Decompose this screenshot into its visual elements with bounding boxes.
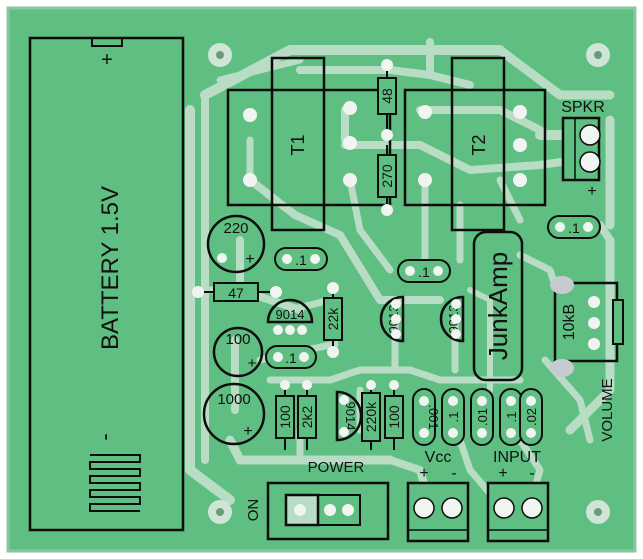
transformer-t1: T1 (226, 56, 392, 232)
capacitor-c02: .02 (519, 388, 543, 446)
capacitor-c1c-label: .1 (418, 264, 430, 280)
capacitor-c01-label: .01 (475, 408, 490, 426)
power-switch[interactable] (266, 481, 390, 541)
capacitor-c02-label: .02 (524, 408, 539, 426)
capacitor-c1a: .1 (547, 215, 601, 239)
input-terminal (486, 481, 550, 543)
board-title: JunkAmp (483, 252, 513, 360)
vcc-label: Vcc (425, 449, 452, 466)
capacitor-c1f-label: .1 (504, 412, 519, 423)
capacitor-1000-plus: + (243, 423, 252, 440)
capacitor-c1e: .1 (441, 388, 465, 446)
resistor-48: 48 (377, 59, 397, 141)
capacitor-c1f: .1 (499, 388, 523, 446)
capacitor-c1b: .1 (274, 247, 328, 271)
spkr-label: SPKR (561, 99, 605, 116)
resistor-100b: 100 (384, 380, 404, 450)
capacitor-220-label: 220 (223, 220, 248, 237)
transformer-t2: T2 (403, 56, 547, 232)
resistor-270-label: 270 (379, 164, 395, 188)
resistor-22k-label: 22k (325, 307, 341, 331)
vcc-minus-label: - (451, 465, 456, 482)
resistor-220k: 220k (361, 380, 381, 450)
transistor-q1: 9014 (266, 298, 314, 335)
t2-label: T2 (469, 134, 489, 155)
resistor-220k-label: 220k (363, 401, 379, 432)
battery-spring (89, 454, 141, 512)
transistor-q3: 9013 (439, 295, 465, 343)
capacitor-c1e-label: .1 (446, 412, 461, 423)
capacitor-c1d-label: .1 (285, 350, 297, 366)
capacitor-c001-label: .001 (426, 404, 441, 429)
input-plus-label: + (498, 465, 507, 482)
resistor-100a-label: 100 (277, 405, 293, 429)
vcc-terminal (406, 481, 470, 543)
volume-potentiometer[interactable]: 10kB (550, 276, 624, 377)
battery-minus-label: - (92, 433, 117, 440)
resistor-47-label: 47 (228, 285, 244, 301)
junkamp-logo: JunkAmp (472, 230, 524, 382)
resistor-48-label: 48 (379, 88, 395, 104)
resistor-270: 270 (377, 145, 397, 216)
on-label: ON (245, 499, 262, 522)
resistor-100b-label: 100 (386, 405, 402, 429)
resistor-2k2: 2k2 (297, 380, 317, 450)
resistor-22k: 22k (323, 282, 343, 358)
capacitor-1000-label: 1000 (217, 391, 250, 408)
capacitor-220: 220 + (206, 214, 266, 274)
capacitor-c01: .01 (470, 388, 494, 446)
resistor-47: 47 (192, 282, 282, 302)
transistor-q4: 9014 (335, 390, 363, 442)
resistor-2k2-label: 2k2 (299, 406, 315, 429)
capacitor-1000: 1000 + (202, 382, 266, 446)
input-minus-label: - (529, 465, 534, 482)
pot-label: 10kB (561, 304, 578, 340)
transistor-q1-label: 9014 (276, 307, 305, 322)
volume-label: VOLUME (599, 378, 616, 441)
capacitor-100-label: 100 (225, 331, 250, 348)
capacitor-220-plus: + (245, 251, 254, 268)
capacitor-c1d: .1 (265, 345, 317, 369)
capacitor-100: 100 + (212, 326, 264, 378)
resistor-100a: 100 (275, 380, 295, 450)
capacitor-c1c: .1 (397, 259, 451, 283)
transistor-q4-label: 9014 (343, 402, 358, 431)
spkr-plus-label: + (587, 183, 596, 200)
capacitor-100-plus: + (248, 355, 257, 372)
capacitor-c1a-label: .1 (568, 220, 580, 236)
t1-label: T1 (288, 134, 308, 155)
transistor-q2: 9013 (379, 295, 405, 343)
speaker-terminal (561, 116, 601, 182)
battery-label: BATTERY 1.5V (97, 186, 124, 350)
capacitor-c001: .001 (412, 388, 441, 446)
battery-plus-label: + (101, 49, 113, 71)
battery-holder: + BATTERY 1.5V - (28, 36, 185, 532)
input-label: INPUT (493, 449, 541, 466)
capacitor-c1b-label: .1 (295, 252, 307, 268)
vcc-plus-label: + (419, 465, 428, 482)
mounting-holes (208, 43, 610, 524)
power-label: POWER (308, 459, 365, 476)
